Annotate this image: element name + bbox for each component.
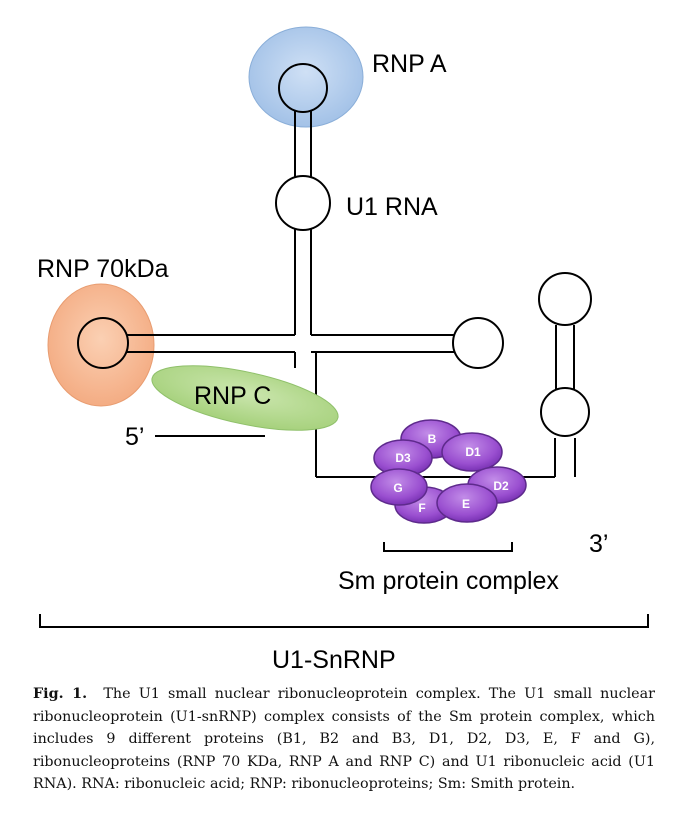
label-u1-snrnp: U1-SnRNP: [272, 646, 396, 674]
caption-text: The U1 small nuclear ribonucleoprotein c…: [33, 686, 655, 792]
sm-label-f: F: [418, 501, 425, 515]
label-u1-rna: U1 RNA: [346, 193, 438, 221]
sm-protein-ring: B D1 D3 D2 G E F: [370, 419, 527, 524]
label-rnp-70kda: RNP 70kDa: [37, 255, 169, 283]
label-3-prime: 3’: [589, 530, 608, 558]
sm-label-b: B: [428, 432, 437, 446]
label-5-prime: 5’: [125, 423, 144, 451]
sm-label-d1: D1: [465, 445, 481, 459]
label-rnp-a: RNP A: [372, 50, 447, 78]
sm-label-e: E: [462, 497, 470, 511]
rnp-70kda-protein: [47, 283, 155, 407]
u1-snrnp-diagram: B D1 D3 D2 G E F RNP A U1 RNA RNP 70kDa …: [37, 26, 649, 674]
sm-label-g: G: [393, 481, 402, 495]
figure-caption: Fig. 1. The U1 small nuclear ribonucleop…: [33, 683, 655, 796]
label-rnp-c: RNP C: [194, 382, 271, 410]
sm-protein-e: [436, 483, 498, 523]
rnp-c-protein: [151, 365, 339, 431]
u1-snrnp-bracket: [39, 614, 649, 628]
sm-protein-d1: [441, 432, 503, 472]
rnp-a-protein: [248, 26, 364, 128]
sm-complex-bracket: [383, 542, 513, 552]
sm-label-d2: D2: [493, 479, 509, 493]
sm-protein-g: [370, 468, 428, 506]
figure-label: Fig. 1.: [33, 686, 88, 702]
label-sm-protein-complex: Sm protein complex: [338, 567, 559, 595]
sm-label-d3: D3: [395, 451, 411, 465]
